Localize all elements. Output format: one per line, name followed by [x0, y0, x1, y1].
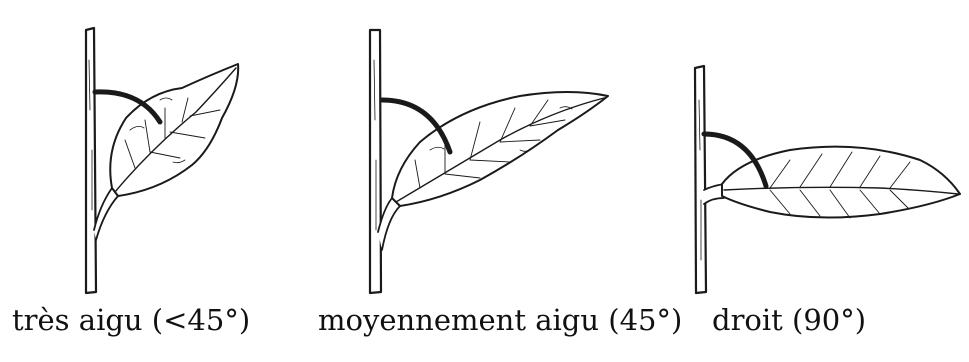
petiole [94, 188, 118, 240]
stem [86, 28, 96, 293]
leaf-drawing-moyennement-aigu [370, 30, 608, 293]
caption-tres-aigu: très aigu (<45°) [12, 306, 250, 335]
leaf-blade [392, 92, 608, 206]
caption-moyennement-aigu: moyennement aigu (45°) [318, 306, 682, 335]
leaf-angle-illustration [0, 0, 969, 300]
stem [695, 66, 706, 293]
leaf-drawing-tres-aigu [86, 28, 238, 293]
leaf-blade [722, 147, 960, 218]
leaf-drawing-droit [695, 66, 960, 293]
caption-droit: droit (90°) [712, 306, 866, 335]
stem [370, 30, 381, 293]
